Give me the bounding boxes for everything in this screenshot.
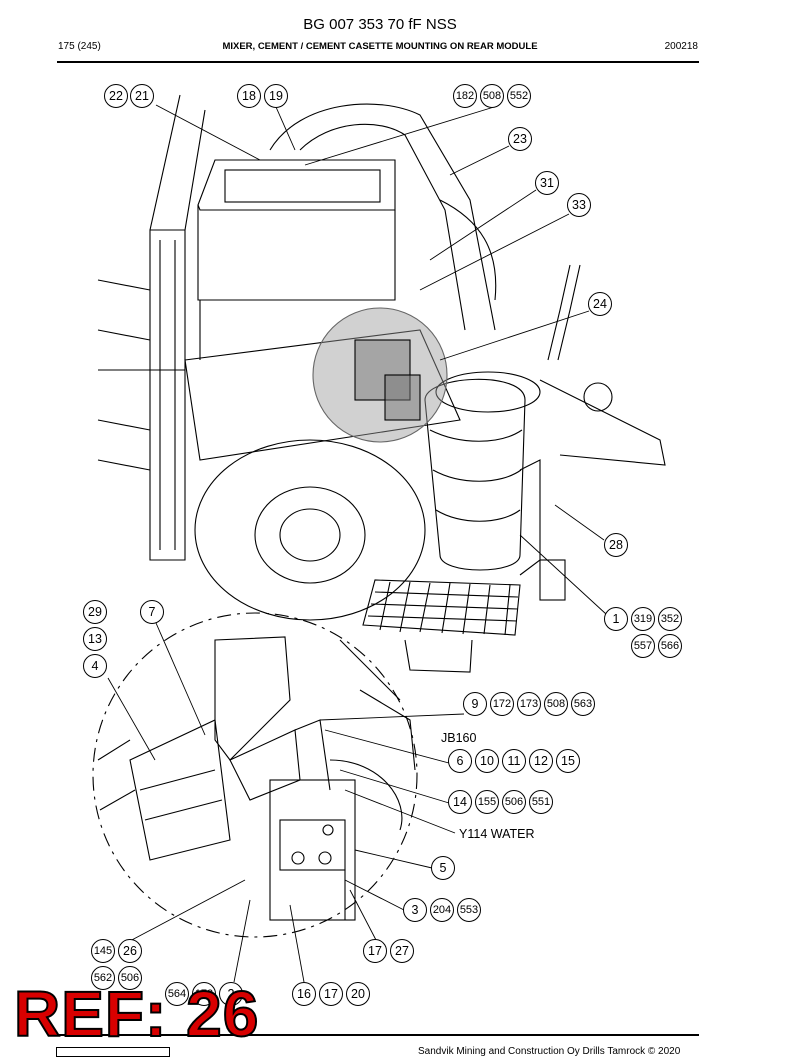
callout-bubble: 564 bbox=[165, 982, 189, 1006]
footer-rule bbox=[57, 1034, 699, 1036]
callout-bubble: 506 bbox=[502, 790, 526, 814]
callout-bubble: 13 bbox=[83, 627, 107, 651]
callout-bubble: 508 bbox=[480, 84, 504, 108]
document-id: BG 007 353 70 fF NSS bbox=[303, 16, 457, 33]
page-title: MIXER, CEMENT / CEMENT CASETTE MOUNTING … bbox=[222, 41, 538, 52]
callout-bubble: 551 bbox=[529, 790, 553, 814]
callout-bubble: 4 bbox=[83, 654, 107, 678]
callout-bubble: 17 bbox=[319, 982, 343, 1006]
callout-bubble: 22 bbox=[104, 84, 128, 108]
callout-bubble: 26 bbox=[118, 939, 142, 963]
callout-bubble: 506 bbox=[118, 966, 142, 990]
callout-bubble: 19 bbox=[264, 84, 288, 108]
callout-bubble: 553 bbox=[457, 898, 481, 922]
callout-bubble: 3 bbox=[403, 898, 427, 922]
callout-bubble: 33 bbox=[567, 193, 591, 217]
footer-copyright: Sandvik Mining and Construction Oy Drill… bbox=[418, 1046, 681, 1057]
callout-bubble: 9 bbox=[463, 692, 487, 716]
callout-bubble: 508 bbox=[544, 692, 568, 716]
callout-bubble: 24 bbox=[588, 292, 612, 316]
page-number: 175 (245) bbox=[58, 41, 101, 52]
callout-bubble: 15 bbox=[556, 749, 580, 773]
callout-bubble: 319 bbox=[631, 607, 655, 631]
date-code: 200218 bbox=[664, 41, 698, 52]
callout-bubble: 29 bbox=[83, 600, 107, 624]
callout-bubble: 173 bbox=[192, 982, 216, 1006]
callout-bubble: 352 bbox=[658, 607, 682, 631]
callout-bubble: 5 bbox=[431, 856, 455, 880]
callout-bubble: 12 bbox=[529, 749, 553, 773]
callout-bubble: 11 bbox=[502, 749, 526, 773]
callout-bubble: 557 bbox=[631, 634, 655, 658]
callout-bubble: 1 bbox=[604, 607, 628, 631]
callout-bubble: 155 bbox=[475, 790, 499, 814]
header-rule bbox=[57, 61, 699, 63]
callout-bubble: 14 bbox=[448, 790, 472, 814]
callout-bubble: 27 bbox=[390, 939, 414, 963]
callout-bubble: 31 bbox=[535, 171, 559, 195]
callout-bubble: 6 bbox=[448, 749, 472, 773]
callout-bubble: 17 bbox=[363, 939, 387, 963]
callout-bubble: 562 bbox=[91, 966, 115, 990]
callout-bubble: 172 bbox=[490, 692, 514, 716]
callout-bubble: 21 bbox=[130, 84, 154, 108]
callout-bubble: 18 bbox=[237, 84, 261, 108]
callout-bubble: 173 bbox=[517, 692, 541, 716]
callout-bubble: 204 bbox=[430, 898, 454, 922]
callout-bubble: 28 bbox=[604, 533, 628, 557]
callout-bubble: 552 bbox=[507, 84, 531, 108]
valve-label: Y114 WATER bbox=[459, 827, 535, 841]
callout-bubble: 16 bbox=[292, 982, 316, 1006]
callout-bubble: 563 bbox=[571, 692, 595, 716]
callout-bubble: 20 bbox=[346, 982, 370, 1006]
callout-bubble: 145 bbox=[91, 939, 115, 963]
reference-stamp: REF: 26 bbox=[13, 978, 260, 1050]
callout-bubble: 23 bbox=[508, 127, 532, 151]
callout-bubble: 2 bbox=[219, 982, 243, 1006]
callout-bubble: 7 bbox=[140, 600, 164, 624]
callout-bubble: 10 bbox=[475, 749, 499, 773]
callout-bubble: 182 bbox=[453, 84, 477, 108]
junction-box-label: JB160 bbox=[441, 731, 477, 745]
callout-bubble: 566 bbox=[658, 634, 682, 658]
